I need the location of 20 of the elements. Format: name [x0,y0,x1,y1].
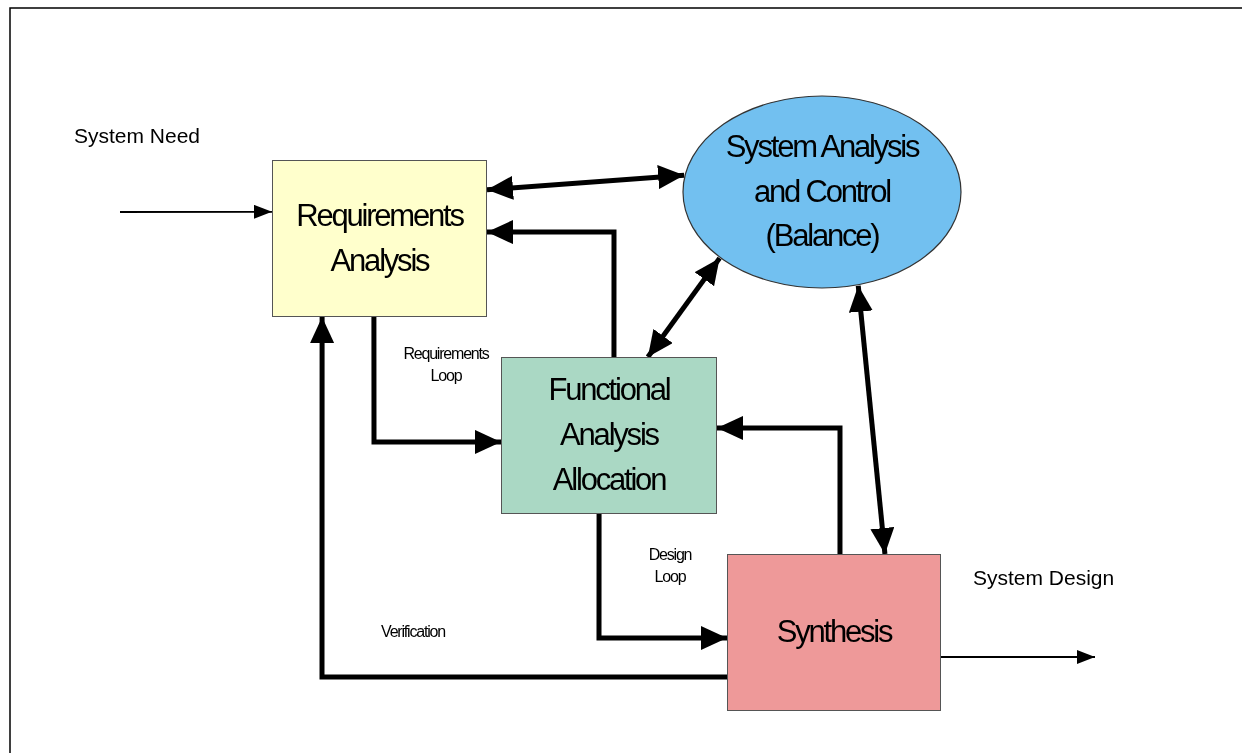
node-label: System Analysis and Control (Balance) [724,127,920,256]
arrow [645,256,722,359]
arrow [487,220,617,357]
flow-label: System Need [74,124,201,148]
arrow [717,415,843,554]
arrow [486,165,685,200]
arrow [848,285,895,555]
process-box [272,160,487,317]
process-box [727,554,941,711]
flow-label: System Design [973,566,1115,590]
arrow [371,317,501,454]
arrow [310,317,727,680]
process-box [501,357,717,514]
node-label: Requirements Analysis [295,196,465,280]
arrow [119,204,273,219]
arrow [940,650,1096,664]
node-label: Synthesis [775,613,893,652]
node-label: Functional Analysis Allocation [547,371,671,499]
arrow [596,514,727,650]
process-ellipse [682,95,962,289]
